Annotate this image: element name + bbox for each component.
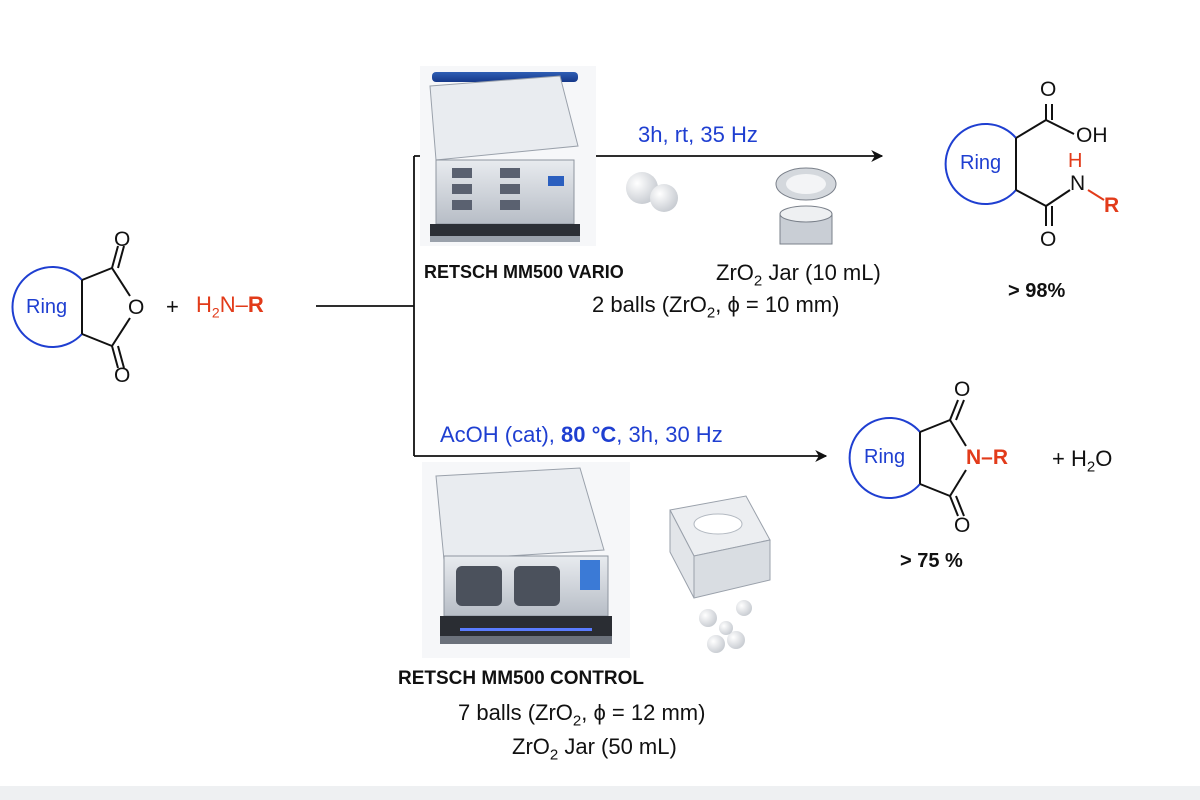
bottom-product-o-bottom: O [954, 514, 971, 537]
bottom-strip [0, 786, 1200, 800]
plus-sign: + [166, 294, 179, 319]
bottom-jar-suffix: Jar (50 mL) [558, 734, 677, 759]
ring-label-top-product: Ring [960, 152, 1002, 174]
ring-label-bottom-product: Ring [864, 446, 906, 468]
anhydride-structure [11, 245, 131, 369]
o-bottom-reactant: O [114, 364, 131, 387]
top-balls-sub: 2 [706, 304, 716, 322]
top-balls-prefix: 2 balls (ZrO [592, 292, 707, 317]
ring-arc-top-product [944, 123, 1017, 205]
bottom-conditions: AcOH (cat), 80 °C, 3h, 30 Hz [440, 422, 723, 448]
top-conditions: 3h, rt, 35 Hz [638, 122, 758, 147]
top-zro2-balls [626, 172, 678, 212]
top-machine-name: RETSCH MM500 VARIO [424, 262, 624, 282]
top-balls-suffix: , ϕ = 10 mm) [715, 292, 840, 317]
bottom-cond-temperature: 80 °C [561, 422, 617, 447]
amine-n: N [219, 292, 236, 317]
bottom-product-o-top: O [954, 378, 971, 401]
bottom-product-r: R [992, 446, 1009, 469]
top-product-r: R [1104, 194, 1120, 217]
top-jar-prefix: ZrO [716, 260, 754, 285]
bottom-balls-sub: 2 [572, 712, 582, 730]
top-jar-label: ZrO2 Jar (10 mL) [716, 260, 881, 289]
bottom-balls-prefix: 7 balls (ZrO [458, 700, 573, 725]
bottom-product-nr: N–R [966, 446, 1008, 470]
mm500-vario-illustration [420, 66, 837, 246]
bottom-machine-name: RETSCH MM500 CONTROL [398, 668, 644, 689]
bottom-balls-label: 7 balls (ZrO2, ϕ = 12 mm) [458, 700, 705, 729]
ring-label-reactant: Ring [26, 296, 68, 318]
top-balls-label: 2 balls (ZrO2, ϕ = 10 mm) [592, 292, 839, 321]
top-zro2-jar [775, 167, 837, 245]
ring-arc-reactant [11, 266, 83, 348]
o-top-reactant: O [114, 228, 131, 251]
bottom-jar-prefix: ZrO [512, 734, 550, 759]
top-jar-suffix: Jar (10 mL) [762, 260, 881, 285]
amic-acid-structure [944, 104, 1105, 226]
water-o: O [1095, 446, 1113, 471]
mm500-control-illustration [422, 462, 771, 658]
bottom-cond-part2: , 3h, 30 Hz [616, 422, 723, 447]
amine-h: H [196, 292, 212, 317]
bottom-jar-label: ZrO2 Jar (50 mL) [512, 734, 677, 763]
top-jar-sub: 2 [753, 272, 763, 290]
ring-arc-bottom-product [848, 417, 921, 499]
bottom-product-n: N [966, 446, 982, 469]
bottom-balls-suffix: , ϕ = 12 mm) [581, 700, 706, 725]
top-product-o-top: O [1040, 78, 1057, 101]
amine-r: R [247, 292, 264, 317]
top-product-o-bottom: O [1040, 228, 1057, 251]
top-yield: > 98% [1008, 280, 1066, 302]
top-product-h: H [1068, 150, 1083, 172]
amine-sub: 2 [211, 304, 220, 321]
bottom-yield: > 75 % [900, 550, 963, 572]
bottom-jar-sub: 2 [549, 746, 559, 764]
amine-bond: – [235, 292, 248, 317]
bottom-zro2-jar [669, 495, 771, 599]
water-sub: 2 [1086, 458, 1096, 476]
water-plus-h: + H [1052, 446, 1087, 471]
top-product-n: N [1070, 172, 1086, 195]
top-product-oh: OH [1076, 124, 1108, 147]
bottom-cond-part1: AcOH (cat), [440, 422, 562, 447]
o-ring-reactant: O [128, 296, 145, 319]
amine-formula: H2N–R [196, 292, 264, 320]
water-byproduct: + H2O [1052, 446, 1112, 475]
bottom-product-bond: – [981, 446, 993, 469]
imide-structure [848, 399, 967, 517]
bottom-zro2-balls [699, 600, 752, 653]
